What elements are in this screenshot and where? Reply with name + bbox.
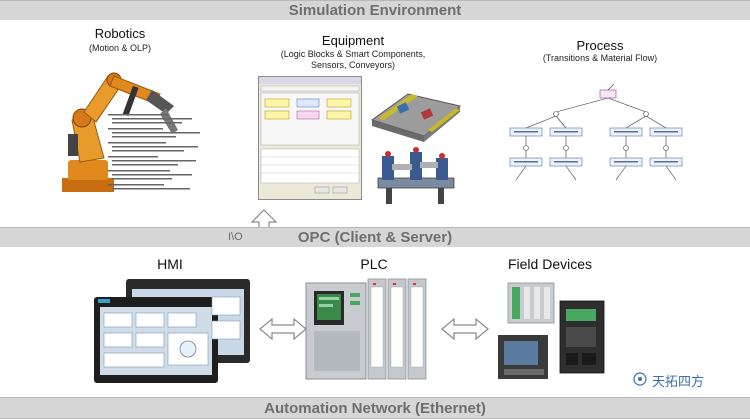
- io-label: I\O: [228, 231, 243, 243]
- hmi-panels-illustration: [94, 279, 250, 383]
- robot-arm-illustration: [62, 72, 178, 192]
- simulation-environment-label: Simulation Environment: [288, 2, 462, 19]
- simulation-panel: Robotics (Motion & OLP): [0, 20, 750, 226]
- process-title: Process: [576, 38, 624, 53]
- watermark-text: 天拓四方: [652, 374, 705, 389]
- opc-band: OPC (Client & Server): [0, 227, 750, 248]
- robot-program-code: [108, 112, 208, 208]
- robotics-subtitle: (Motion & OLP): [88, 43, 152, 53]
- hmi-plc-double-arrow: [259, 317, 307, 341]
- process-subtitle: (Transitions & Material Flow): [542, 53, 658, 63]
- plc-field-double-arrow: [441, 317, 489, 341]
- conveyor-fixture-illustration: [370, 93, 462, 142]
- field-devices-illustration: [498, 282, 605, 379]
- opc-label: OPC (Client & Server): [297, 229, 453, 246]
- robotics-title: Robotics: [94, 26, 146, 41]
- equipment-title: Equipment: [321, 33, 385, 48]
- equipment-subtitle-line2: Sensors, Conveyors): [310, 60, 396, 70]
- plc-title: PLC: [360, 256, 388, 272]
- simulation-environment-band: Simulation Environment: [0, 0, 750, 21]
- process-flow-diagram: [509, 83, 683, 181]
- logic-block-editor-window: [258, 76, 362, 200]
- automation-panel: HMI PLC Field Devices: [0, 247, 750, 395]
- welding-fixture-illustration: [377, 147, 455, 204]
- automation-network-label: Automation Network (Ethernet): [264, 399, 486, 417]
- field-devices-title: Field Devices: [507, 256, 593, 272]
- hmi-title: HMI: [157, 256, 183, 272]
- watermark-logo-icon: [633, 372, 647, 386]
- equipment-subtitle-line1: (Logic Blocks & Smart Components,: [280, 49, 426, 59]
- automation-network-band: Automation Network (Ethernet): [0, 397, 750, 419]
- plc-illustration: [305, 278, 427, 380]
